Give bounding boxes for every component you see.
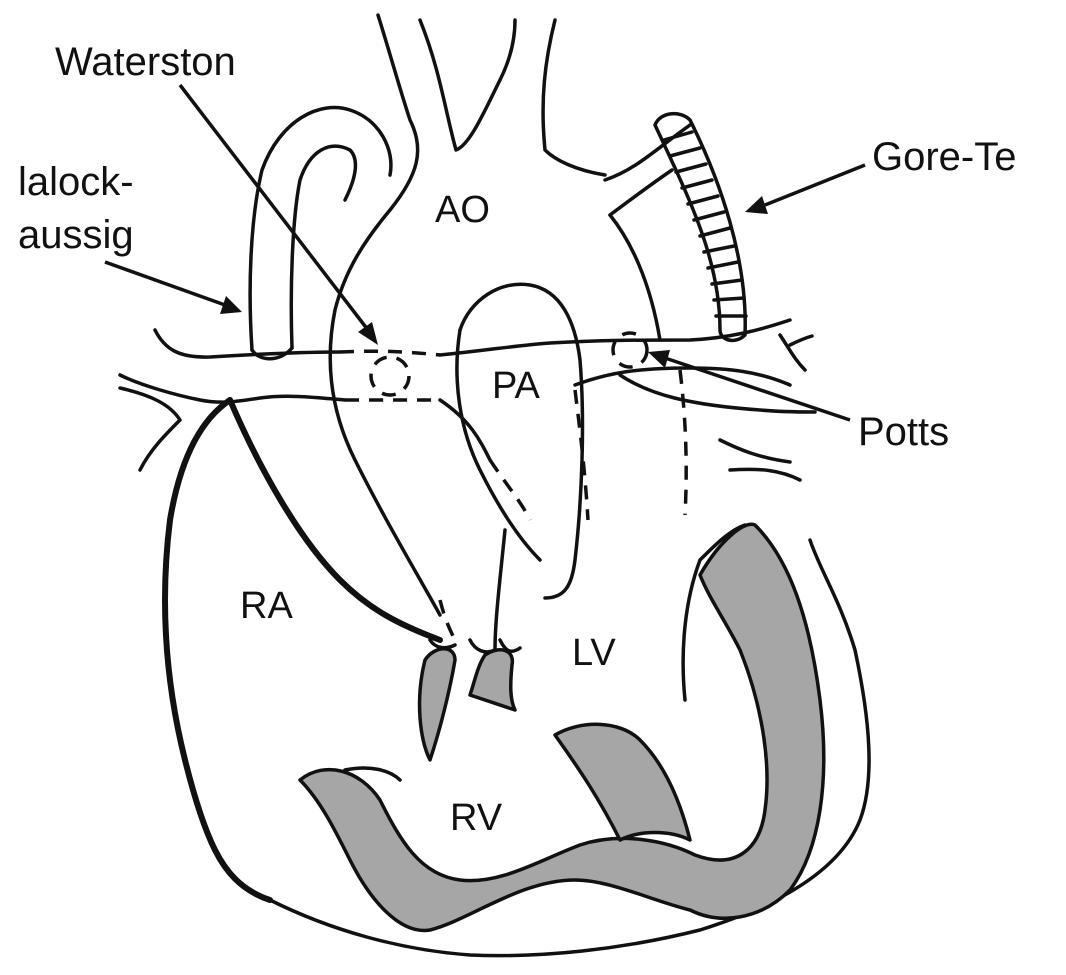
gore-tex-graft	[655, 114, 746, 341]
label-rv: RV	[450, 797, 503, 839]
right-atrium	[165, 400, 440, 900]
central-loop	[457, 284, 583, 650]
gore-tex-arrow	[765, 165, 865, 205]
label-potts: Potts	[858, 410, 949, 454]
blalock-arrow	[105, 262, 225, 305]
label-ra: RA	[240, 585, 293, 627]
myocardium	[300, 524, 824, 930]
label-lv: LV	[572, 632, 616, 674]
label-gore-tex: Gore-Te	[872, 135, 1017, 179]
waterston-arrow	[180, 85, 368, 330]
label-blalock-line2: aussig	[18, 213, 134, 257]
label-waterston: Waterston	[55, 40, 236, 84]
arrows	[105, 85, 865, 420]
label-ao: AO	[435, 189, 490, 231]
pulmonary-artery	[120, 320, 815, 480]
label-pa: PA	[492, 365, 541, 407]
label-blalock-line1: lalock-	[18, 160, 134, 204]
